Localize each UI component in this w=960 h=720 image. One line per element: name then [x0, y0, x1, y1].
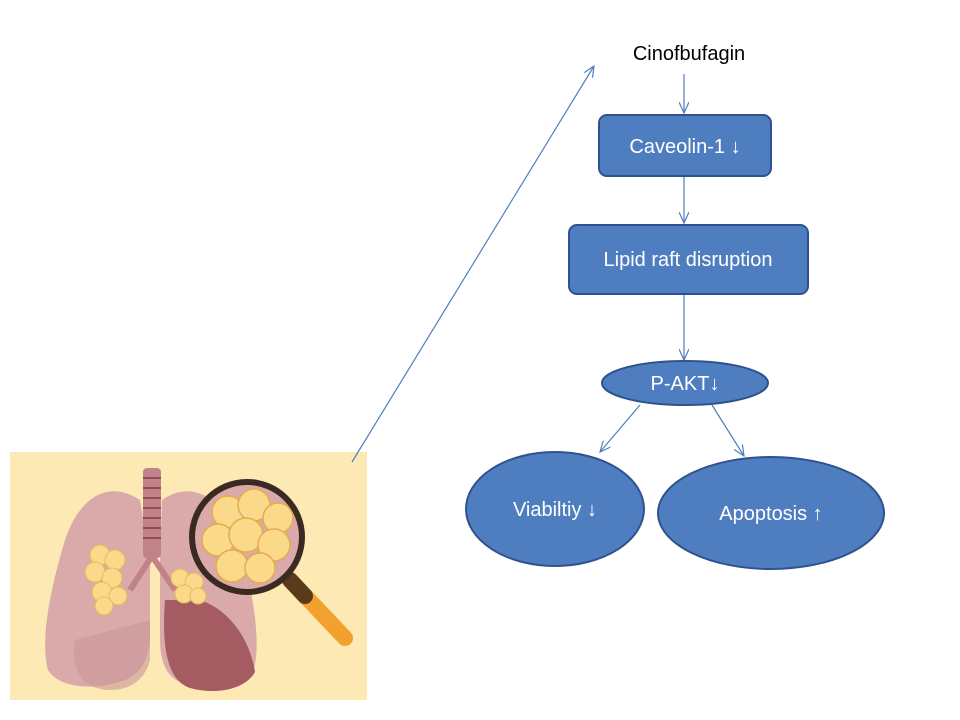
node-ellipse-apoptosis — [657, 456, 885, 570]
node-label-lipid-raft: Lipid raft disruption — [604, 249, 773, 271]
node-box-caveolin — [598, 114, 772, 177]
left-lung-lower — [73, 620, 150, 690]
edge-pakt-viability — [600, 404, 641, 452]
trachea — [143, 468, 161, 558]
node-ellipse-pakt — [601, 360, 769, 406]
edges — [351, 66, 744, 463]
node-caveolin: Caveolin-1 ↓ — [598, 114, 772, 177]
tumor-left — [84, 544, 128, 616]
node-label-apoptosis: Apoptosis ↑ — [719, 503, 822, 525]
node-label-viability: Viabiltiy ↓ — [513, 499, 597, 521]
node-label-caveolin: Caveolin-1 ↓ — [629, 136, 740, 158]
right-lung-lower — [164, 600, 255, 692]
node-label-cinofbufagin: Cinofbufagin — [633, 43, 745, 65]
node-label-pakt: P-AKT↓ — [651, 373, 720, 395]
node-cinofbufagin: Cinofbufagin — [633, 43, 745, 65]
node-apoptosis: Apoptosis ↑ — [657, 456, 885, 570]
edge-pakt-apoptosis — [711, 404, 744, 456]
edge-illustration-cinofbufagin — [351, 66, 594, 463]
node-lipid-raft: Lipid raft disruption — [568, 224, 809, 295]
node-ellipse-viability — [465, 451, 645, 567]
lung-illustration — [10, 452, 367, 700]
node-pakt: P-AKT↓ — [601, 360, 769, 406]
node-viability: Viabiltiy ↓ — [465, 451, 645, 567]
tumor-right — [170, 568, 207, 605]
node-box-lipid-raft — [568, 224, 809, 295]
